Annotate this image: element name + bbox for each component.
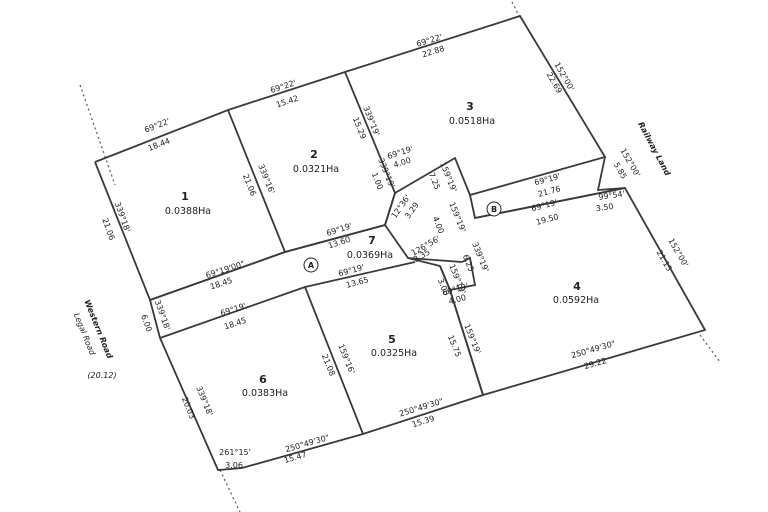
lot5-boundary (304, 286, 485, 436)
lot-1-number: 1 (181, 190, 189, 203)
lot-4-area: 0.0592Ha (553, 295, 599, 306)
dim-distance: 15.75 (446, 334, 463, 359)
dim-bearing: 250°49'30" (570, 339, 616, 360)
dim-bearing: 339°18' (113, 201, 132, 234)
dim-distance: 15.39 (411, 414, 436, 429)
lot-7-number: 7 (368, 234, 376, 247)
dim-distance: 3.06 (225, 461, 243, 470)
dim-bearing: 250°49'30" (284, 433, 330, 454)
dim-distance: 7.25 (427, 171, 442, 191)
lot6-boundary (149, 299, 364, 471)
lot-6-area: 0.0383Ha (242, 388, 288, 399)
dim-bearing: 159°19' (438, 161, 458, 194)
lot4-east-stem (439, 265, 451, 291)
road-width-label: (20.12) (87, 371, 116, 380)
dim-distance: 21.06 (100, 217, 116, 242)
road-reserve-line-south (219, 469, 241, 512)
dim-distance: 4.00 (448, 293, 468, 306)
railway-line-south (699, 334, 721, 363)
easement-b-marker (486, 201, 502, 217)
dim-distance: 19.50 (535, 212, 559, 227)
lot7-notch (384, 192, 396, 226)
railway-land-label: Railway Land (636, 120, 672, 177)
lot-1-area: 0.0388Ha (165, 206, 211, 217)
lot-4-number: 4 (573, 280, 581, 293)
lot-5-number: 5 (388, 333, 396, 346)
dim-bearing: 261°15' (219, 448, 251, 457)
dim-bearing: 339°18' (194, 385, 214, 418)
lot-3-number: 3 (466, 100, 474, 113)
dim-bearing: 339°18' (153, 299, 172, 332)
lot-7-area: 0.0369Ha (347, 250, 393, 261)
easement-a-boundary (149, 223, 463, 301)
dim-distance: 21.08 (320, 353, 337, 378)
dim-distance: 29.22 (583, 356, 607, 371)
dim-bearing: 69°19' (530, 198, 558, 214)
lot-5-area: 0.0325Ha (371, 348, 417, 359)
dim-distance: 3.00 (436, 277, 451, 297)
dim-bearing: 99°54' (598, 189, 626, 202)
dim-bearing: 159°16' (336, 343, 356, 376)
easement-a-marker (303, 257, 319, 273)
dim-distance: 20.03 (180, 396, 197, 421)
dim-distance: 15.42 (275, 94, 300, 110)
dim-distance: 21.15 (655, 249, 674, 273)
dim-distance: 21.76 (537, 184, 561, 199)
dim-distance: 6.25 (461, 253, 476, 273)
lot-2-number: 2 (310, 148, 318, 161)
easement-a-south (159, 261, 416, 339)
lot-6-number: 6 (259, 373, 267, 386)
dim-distance: 18.44 (147, 136, 172, 153)
lot-3-area: 0.0518Ha (449, 116, 495, 127)
dim-distance: 6.00 (139, 313, 154, 333)
easement-a-label: A (308, 261, 315, 270)
dim-distance: 3.50 (595, 202, 614, 213)
dim-distance: 18.45 (223, 316, 248, 332)
lot-2-area: 0.0321Ha (293, 164, 339, 175)
dim-distance: 4.00 (431, 215, 446, 235)
dim-bearing: 69°22' (143, 117, 171, 135)
dim-bearing: 159°19' (447, 201, 467, 234)
easement-b-label: B (491, 205, 497, 214)
lot3-boundary (344, 14, 607, 197)
dim-bearing: 339°16' (256, 163, 276, 196)
dim-distance: 13.60 (327, 235, 352, 251)
lot2-boundary (227, 70, 396, 253)
